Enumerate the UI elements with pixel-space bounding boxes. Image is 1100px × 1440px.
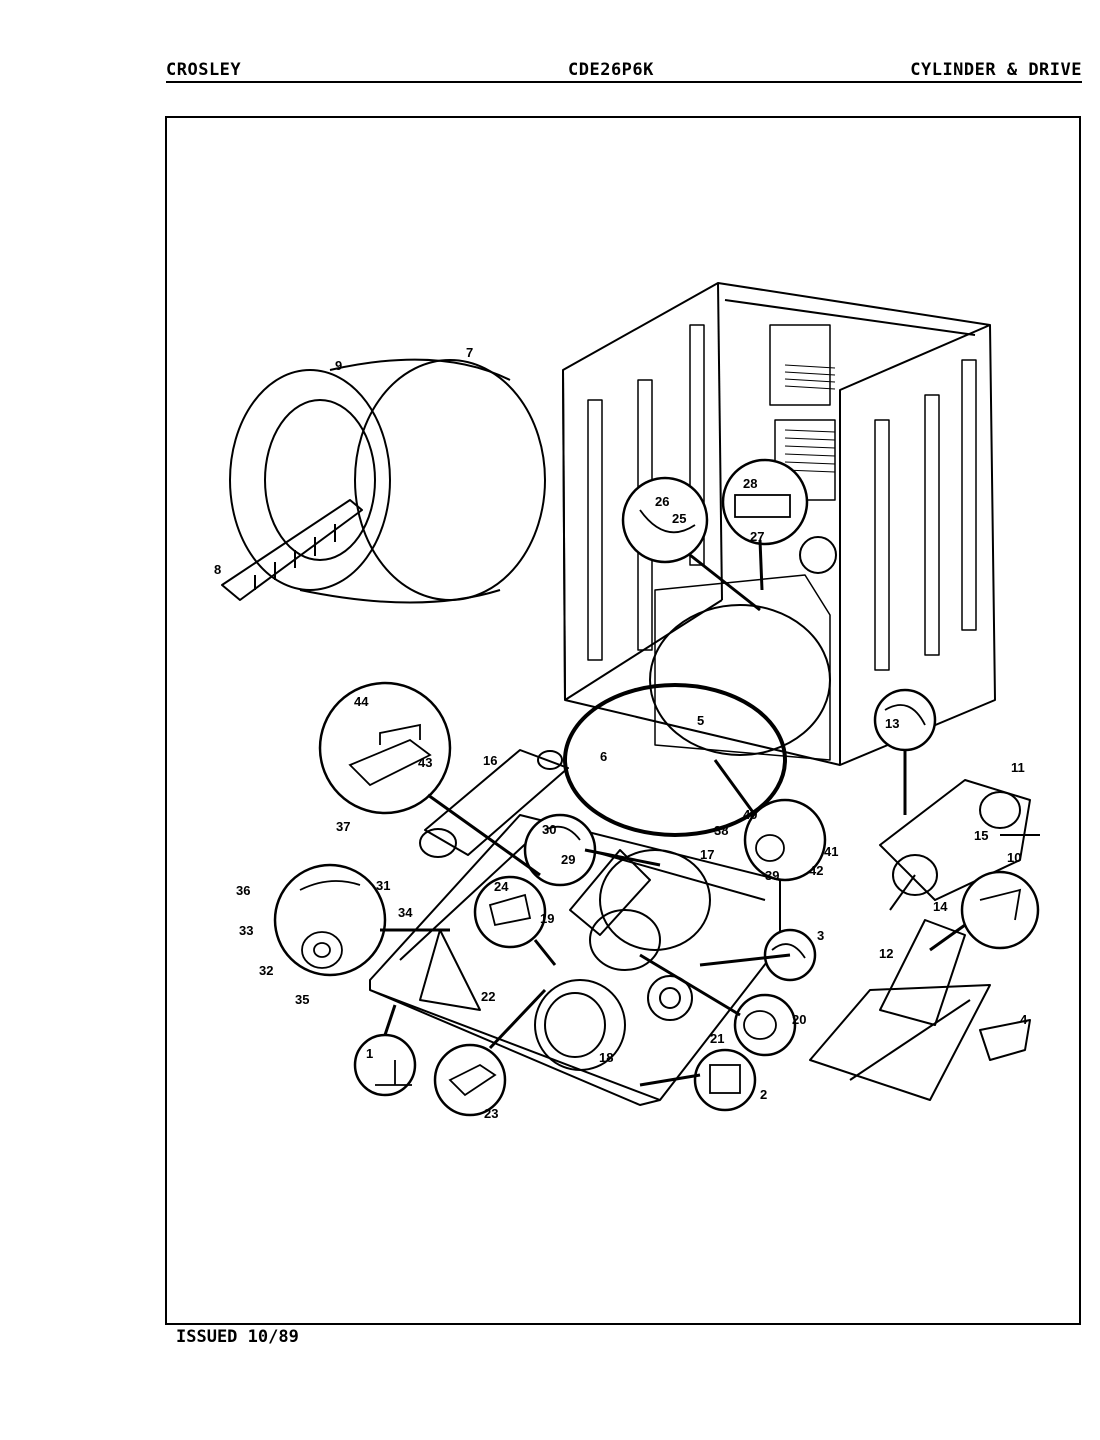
callout-40: 40: [743, 807, 757, 822]
callout-35: 35: [295, 992, 309, 1007]
callout-1: 1: [366, 1046, 373, 1061]
callout-3: 3: [817, 928, 824, 943]
callout-32: 32: [259, 963, 273, 978]
model-number: CDE26P6K: [568, 60, 654, 80]
baffle: [221, 499, 363, 601]
callout-7: 7: [466, 345, 473, 360]
callout-19: 19: [540, 911, 554, 926]
callout-34: 34: [398, 905, 413, 920]
drum: [229, 358, 546, 604]
motor-mount: [809, 919, 991, 1101]
front-ring: [563, 683, 787, 837]
drive-belt: [649, 604, 831, 756]
callout-23: 23: [484, 1106, 498, 1121]
callout-42: 42: [809, 863, 823, 878]
brand-name: CROSLEY: [166, 60, 242, 80]
callout-27: 27: [750, 529, 764, 544]
callout-33: 33: [239, 923, 253, 938]
issue-date: ISSUED 10/89: [176, 1327, 299, 1347]
callout-36: 36: [236, 883, 250, 898]
callout-11: 11: [1011, 760, 1025, 775]
callout-38: 38: [714, 823, 728, 838]
callout-21: 21: [710, 1031, 724, 1046]
header-rule: [166, 81, 1082, 83]
callout-25: 25: [672, 511, 686, 526]
callout-17: 17: [700, 847, 714, 862]
callout-26: 26: [655, 494, 669, 509]
callout-16: 16: [483, 753, 497, 768]
leader-lines: [380, 539, 966, 1087]
callout-9: 9: [335, 358, 342, 373]
cabinet-frame: [562, 282, 996, 766]
callout-44: 44: [354, 694, 369, 709]
callout-29: 29: [561, 852, 575, 867]
callout-15: 15: [974, 828, 988, 843]
callout-31: 31: [376, 878, 390, 893]
motor-assembly: [879, 779, 1031, 911]
callout-43: 43: [418, 755, 432, 770]
callout-39: 39: [765, 868, 779, 883]
callout-37: 37: [336, 819, 350, 834]
motor-part-4: [979, 1019, 1031, 1061]
callout-30: 30: [542, 822, 556, 837]
section-title: CYLINDER & DRIVE: [910, 60, 1082, 80]
callout-12: 12: [879, 946, 893, 961]
blower-housing: [534, 849, 711, 1071]
callout-14: 14: [933, 899, 948, 914]
callout-20: 20: [792, 1012, 806, 1027]
callout-28: 28: [743, 476, 757, 491]
callout-10: 10: [1007, 850, 1021, 865]
callout-6: 6: [600, 749, 607, 764]
callout-13: 13: [885, 716, 899, 731]
cabinet-vents: [784, 364, 836, 473]
callout-5: 5: [697, 713, 704, 728]
callout-labels: 1 2 3 4 5 6 7 8 9 10 11 12 13 14 15 16 1…: [214, 345, 1028, 1121]
callout-41: 41: [824, 844, 838, 859]
exhaust-duct: [419, 749, 569, 858]
detail-circles: [273, 458, 1040, 1117]
callout-22: 22: [481, 989, 495, 1004]
callout-18: 18: [599, 1050, 613, 1065]
callout-24: 24: [494, 879, 509, 894]
callout-8: 8: [214, 562, 221, 577]
callout-4: 4: [1020, 1012, 1028, 1027]
callout-2: 2: [760, 1087, 767, 1102]
diagram-frame: [165, 116, 1081, 1325]
